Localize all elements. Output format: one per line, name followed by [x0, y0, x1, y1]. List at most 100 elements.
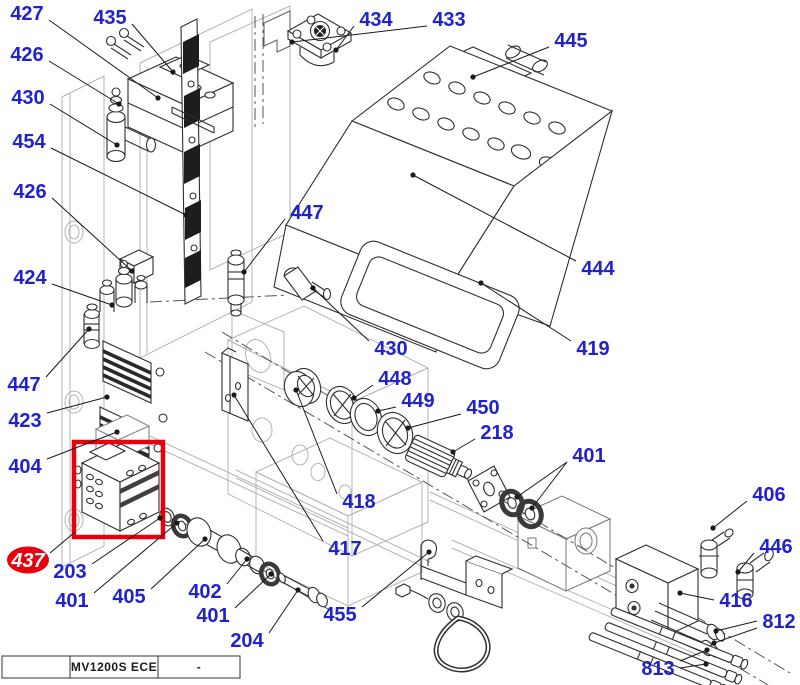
- slide-cylinder-body: [516, 495, 612, 592]
- highlight-ellipse: [7, 546, 49, 574]
- callout-445: 445: [470, 30, 588, 80]
- callout-433: 433: [289, 9, 466, 45]
- foreground-parts: [74, 10, 774, 685]
- leader-line: [45, 328, 90, 378]
- callout-426: 426: [10, 44, 122, 107]
- leader-line: [49, 103, 118, 146]
- plug-418: [283, 367, 322, 408]
- leader-line: [377, 406, 397, 412]
- callout-label-426: 426: [13, 181, 46, 203]
- callout-218: 218: [450, 422, 514, 455]
- callout-label-813: 813: [641, 658, 674, 680]
- callout-447: 447: [241, 202, 324, 275]
- leader-dot: [410, 172, 416, 178]
- callout-424: 424: [13, 267, 115, 308]
- leader-line: [46, 396, 108, 414]
- leader-line: [412, 174, 577, 262]
- callout-label-404: 404: [8, 456, 42, 478]
- leader-line: [243, 218, 286, 273]
- leader-dot: [710, 525, 716, 531]
- leader-line: [268, 589, 299, 634]
- callout-label-812: 812: [762, 611, 795, 633]
- leader-dot: [351, 395, 357, 401]
- leader-line: [452, 438, 476, 453]
- callout-label-419: 419: [576, 338, 609, 360]
- leader-dot: [405, 425, 411, 431]
- leader-dot: [514, 494, 520, 500]
- fitting-406: [699, 528, 734, 579]
- callout-label-449: 449: [401, 390, 434, 412]
- callout-label-454: 454: [12, 131, 46, 153]
- callout-label-430: 430: [11, 87, 44, 109]
- callout-406: 406: [710, 484, 786, 531]
- leader-line: [679, 663, 707, 669]
- callout-label-447: 447: [290, 202, 323, 224]
- fitting-446: [736, 548, 774, 600]
- leader-dot: [478, 280, 484, 286]
- leader-line: [234, 573, 272, 609]
- callout-label-203: 203: [53, 561, 86, 583]
- leader-line: [335, 25, 355, 51]
- leader-dot: [703, 661, 709, 667]
- leader-dot: [202, 536, 208, 542]
- bracket-417: [221, 347, 249, 422]
- spline-shaft-218: [404, 434, 473, 480]
- leader-dot: [109, 302, 115, 308]
- leader-dot: [333, 47, 339, 53]
- leader-dot: [426, 549, 432, 555]
- callout-455: 455: [323, 549, 432, 626]
- callout-401: 401: [514, 445, 606, 511]
- callout-402: 402: [188, 556, 250, 603]
- leader-dot: [268, 571, 274, 577]
- leader-dot: [244, 556, 250, 562]
- leader-dot: [470, 74, 476, 80]
- callout-444: 444: [410, 172, 616, 280]
- leader-line: [131, 23, 174, 73]
- leader-line: [353, 384, 374, 399]
- leader-line: [49, 531, 76, 554]
- leader-dot: [104, 394, 110, 400]
- elbow-fitting-430-left: [106, 87, 157, 163]
- callout-label-401: 401: [196, 605, 229, 627]
- leader-dot: [114, 429, 120, 435]
- callout-label-446: 446: [759, 536, 792, 558]
- callout-426: 426: [13, 181, 135, 274]
- mount-screws: [105, 27, 145, 60]
- leader-line: [51, 197, 133, 272]
- callout-label-437: 437: [10, 550, 45, 572]
- leader-dot: [174, 520, 180, 526]
- leader-dot: [375, 408, 381, 414]
- leader-line: [51, 283, 113, 306]
- callout-418: 418: [293, 387, 376, 513]
- small-parts-row: [159, 507, 328, 608]
- callout-401: 401: [55, 520, 180, 612]
- leader-line: [295, 389, 338, 495]
- callout-416: 416: [677, 590, 753, 612]
- callout-label-406: 406: [752, 484, 785, 506]
- callout-label-424: 424: [13, 267, 47, 289]
- callout-404: 404: [8, 429, 120, 478]
- leader-dot: [735, 569, 741, 575]
- callout-204: 204: [230, 587, 301, 652]
- leader-dot: [713, 628, 719, 634]
- leader-line: [312, 287, 370, 342]
- leader-line: [472, 46, 550, 78]
- callout-446: 446: [735, 536, 793, 575]
- leader-dot: [116, 101, 122, 107]
- leader-dot: [310, 285, 316, 291]
- leader-line: [48, 19, 159, 99]
- callout-430: 430: [310, 285, 408, 360]
- leader-dot: [293, 387, 299, 393]
- callout-label-435: 435: [93, 7, 126, 29]
- callout-label-401: 401: [572, 445, 605, 467]
- callout-label-448: 448: [378, 368, 411, 390]
- leader-dot: [241, 269, 247, 275]
- title-block-revision: -: [197, 660, 202, 674]
- manifold-437: [74, 442, 161, 532]
- callout-label-423: 423: [8, 410, 41, 432]
- bearings-401-right: [499, 488, 544, 530]
- leader-dot: [86, 326, 92, 332]
- callout-label-433: 433: [432, 9, 465, 31]
